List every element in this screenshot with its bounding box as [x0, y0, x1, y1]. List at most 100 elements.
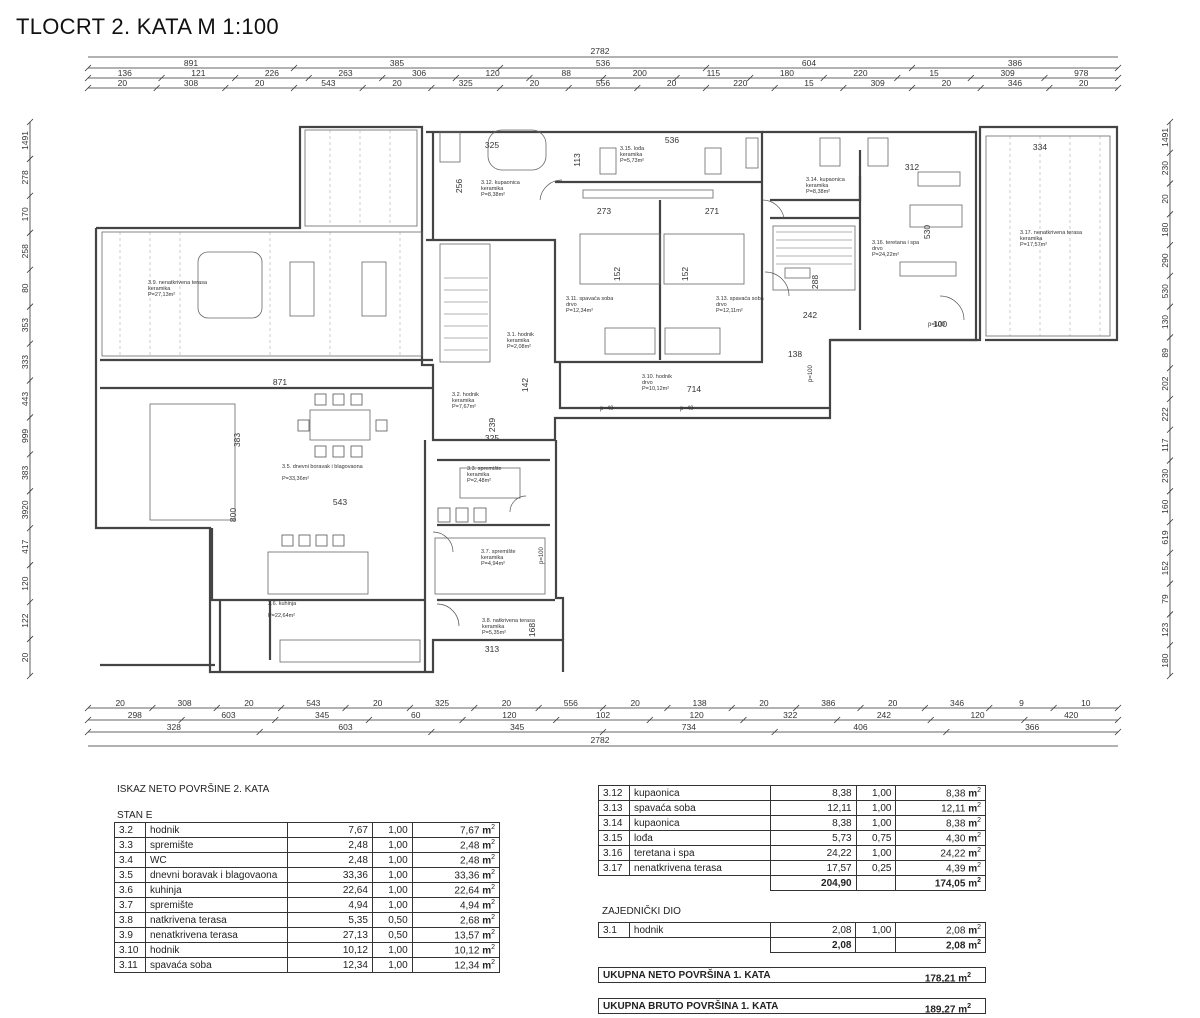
dim-tick	[84, 704, 92, 712]
dim-label: 1491	[1160, 128, 1170, 147]
cell-code: 3.1	[603, 924, 617, 936]
room-name: 3.3. spremište	[467, 466, 502, 472]
dim-tick	[1166, 580, 1174, 587]
dim-label: 328	[167, 722, 181, 732]
dim-tick	[1166, 364, 1174, 372]
dim-tick	[1114, 704, 1122, 712]
dim-tick	[977, 84, 984, 92]
dim-tick	[26, 414, 34, 421]
interior-lines	[101, 129, 1111, 663]
dim-tick	[470, 704, 478, 712]
dim-tick	[1166, 426, 1174, 434]
dim-label: 309	[1001, 68, 1015, 78]
dim-tick	[1166, 241, 1174, 249]
dim-tick	[599, 704, 607, 712]
cell-a: 12,34	[342, 959, 368, 971]
unit-label: m	[479, 900, 492, 912]
room-label: 3.5. dnevni boravak i blagovaonaP=33,36m…	[282, 464, 364, 482]
room-material: keramika	[467, 472, 490, 478]
dim-label: 345	[510, 722, 524, 732]
dim-label: 556	[564, 698, 578, 708]
room-area: P=2,08m²	[507, 344, 531, 350]
cell-r: 2,48	[459, 840, 480, 852]
table-title: ISKAZ NETO POVRŠINE 2. KATA	[117, 784, 270, 795]
dim-label: 20	[392, 78, 402, 88]
dim-label: 2782	[591, 46, 610, 56]
cell-k: 1,00	[388, 854, 408, 866]
cell-k: 1,00	[871, 787, 892, 799]
dim-tick	[256, 728, 263, 736]
dim-tick	[84, 64, 92, 72]
dim-tick	[1050, 704, 1057, 712]
dim-tick	[820, 74, 827, 82]
dim-label: 334	[1033, 142, 1047, 152]
cell-code: 3.14	[603, 817, 623, 829]
dim-label: 309	[871, 78, 885, 88]
dim-tick	[379, 74, 386, 82]
dim-tick	[728, 704, 736, 712]
dim-tick	[1041, 74, 1048, 82]
cell-name: kupaonica	[633, 817, 680, 829]
cell-r: 2,08	[945, 925, 966, 937]
dim-label: 20	[244, 698, 254, 708]
room-label: 3.9. nenatkrivena terasakeramikaP=27,13m…	[148, 280, 208, 298]
room-name: 3.13. spavaća soba	[716, 296, 765, 302]
dim-label: 130	[1160, 315, 1170, 329]
cell-name: lođa	[633, 832, 653, 844]
cell-r: 7,67	[459, 825, 480, 837]
opening-label: p=100	[928, 322, 946, 328]
dim-tick	[1114, 716, 1122, 724]
dim-tick	[646, 716, 654, 724]
dim-tick	[26, 488, 34, 495]
dim-label: 168	[527, 623, 537, 637]
dim-tick	[428, 84, 435, 92]
dim-tick	[26, 377, 34, 384]
dim-label: 102	[596, 710, 610, 720]
cell-a: 17,57	[826, 862, 852, 874]
dim-label: 20	[759, 698, 769, 708]
room-material: keramika	[507, 338, 530, 344]
room-name: 3.16. teretana i spa	[872, 240, 920, 246]
cell-k: 1,00	[388, 839, 408, 851]
dim-label: 15	[929, 68, 939, 78]
dim-tick	[305, 74, 312, 82]
dim-label: 273	[597, 206, 611, 216]
dim-tick	[1114, 84, 1122, 92]
dim-tick	[84, 716, 92, 724]
stan-total-row: 204,90 174,05 m2	[599, 875, 986, 891]
dim-label: 603	[338, 722, 352, 732]
unit-label: m	[965, 848, 978, 860]
room-area: P=7,67m²	[452, 404, 476, 410]
dim-label: 346	[950, 698, 964, 708]
room-area: P=8,38m²	[806, 189, 830, 195]
room-area: P=12,34m²	[566, 308, 593, 314]
dim-tick	[26, 340, 34, 347]
cell-r: 4,30	[945, 833, 966, 845]
cell-name: teretana i spa	[633, 847, 695, 859]
dim-tick	[1166, 118, 1174, 126]
cell-name: kupaonica	[633, 787, 680, 799]
dim-label: 325	[435, 698, 449, 708]
dim-tick	[857, 704, 864, 712]
cell-r: 24,22	[940, 848, 966, 860]
bruto-label: UKUPNA BRUTO POVRŠINA 1. KATA	[603, 1001, 779, 1012]
dim-label: 3920	[20, 500, 30, 519]
cell-r: 13,57	[454, 930, 480, 942]
room-name: 3.5. dnevni boravak i blagovaona	[282, 464, 364, 470]
cell-code: 3.2	[119, 824, 133, 836]
dim-label: 308	[177, 698, 191, 708]
room-name: 3.12. kupaonica	[481, 180, 521, 186]
room-name: 3.10. hodnik	[642, 374, 672, 380]
dim-label: 100	[933, 319, 947, 329]
room-material: keramika	[806, 183, 829, 189]
cell-a: 24,22	[826, 847, 852, 859]
dim-label: 89	[1160, 348, 1170, 358]
